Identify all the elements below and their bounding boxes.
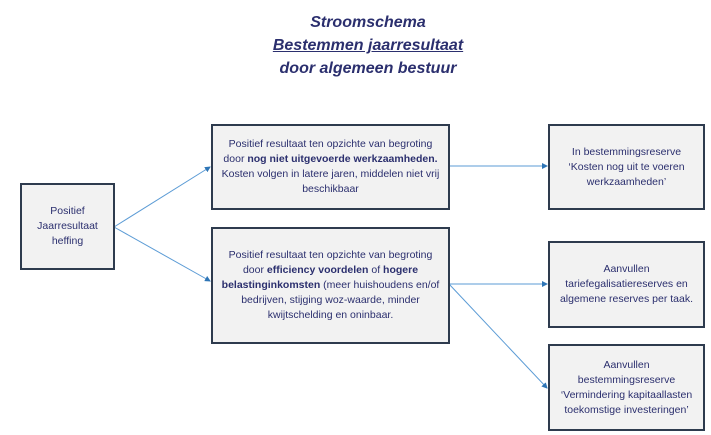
text-part: (meer huishoudens en/of bedrijven, stijg… — [241, 279, 440, 321]
text-part: Positief resultaat ten opzichte van begr… — [228, 249, 433, 276]
text-part: of — [368, 264, 384, 276]
node-unfinished-work: Positief resultaat ten opzichte van begr… — [211, 124, 450, 210]
text-bold: hogere belastinginkomsten — [221, 264, 419, 291]
text-bold: efficiency voordelen — [266, 264, 369, 276]
node-unfinished-work-text: Positief resultaat ten opzichte van begr… — [221, 137, 440, 197]
title-line-1: Stroomschema — [310, 14, 426, 31]
node-reserve-tariff: Aanvullen tariefegalisatiereserves en al… — [548, 241, 705, 328]
diagram-title: Stroomschema Bestemmen jaarresultaat doo… — [0, 11, 711, 80]
node-reserve-work-text: In bestemmingsreserve ‘Kosten nog uit te… — [568, 145, 685, 188]
node-start-text: Positief Jaarresultaat heffing — [37, 205, 98, 247]
node-efficiency: Positief resultaat ten opzichte van begr… — [211, 227, 450, 344]
arrow-efficiency-to-reserve-capital — [448, 283, 548, 389]
node-reserve-work: In bestemmingsreserve ‘Kosten nog uit te… — [548, 124, 705, 210]
arrow-start-to-efficiency — [113, 226, 211, 282]
text-part: Kosten volgen in latere jaren, middelen … — [221, 168, 440, 195]
title-line-3: door algemeen bestuur — [279, 60, 457, 77]
node-reserve-capital-text: Aanvullen bestemmingsreserve ‘Verminderi… — [560, 358, 693, 416]
node-efficiency-text: Positief resultaat ten opzichte van begr… — [219, 248, 442, 323]
arrow-start-to-unfinished — [113, 166, 211, 228]
text-part: Positief resultaat ten opzichte van begr… — [223, 138, 433, 165]
node-start: Positief Jaarresultaat heffing — [20, 183, 115, 270]
node-reserve-capital: Aanvullen bestemmingsreserve ‘Verminderi… — [548, 344, 705, 431]
title-line-2: Bestemmen jaarresultaat — [272, 37, 464, 54]
node-reserve-tariff-text: Aanvullen tariefegalisatiereserves en al… — [559, 263, 694, 305]
text-bold: nog niet uitgevoerde werkzaamheden. — [247, 153, 438, 165]
